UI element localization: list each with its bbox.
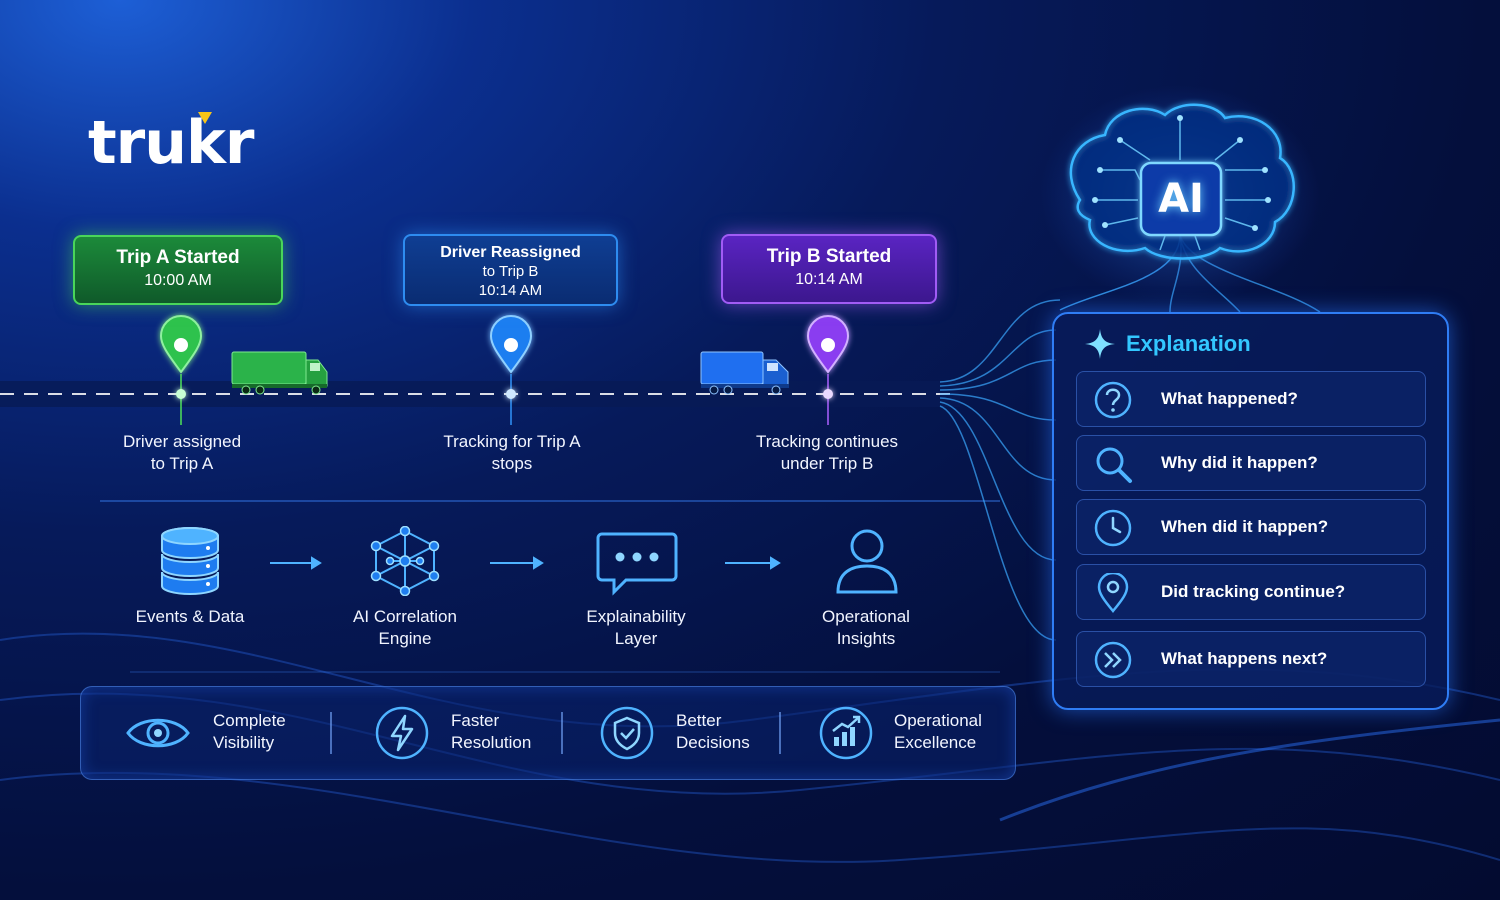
process-step-ai-correlation: AI Correlation Engine <box>305 606 505 650</box>
event-label-line1: Tracking for Trip A <box>443 432 581 451</box>
process-step-line1: Events & Data <box>135 607 245 626</box>
trukr-logo: trukr <box>88 108 254 178</box>
question-when-did-it-happen[interactable]: When did it happen? <box>1076 499 1426 555</box>
benefit-line2: Visibility <box>213 733 275 752</box>
event-callout-trip-a-started: Trip A Started 10:00 AM <box>73 235 283 305</box>
event-title: Trip B Started <box>766 246 892 267</box>
ai-badge: AI <box>1158 176 1204 222</box>
event-time: 10:14 AM <box>478 282 543 299</box>
question-what-happens-next[interactable]: What happens next? <box>1076 631 1426 687</box>
process-step-line1: Operational <box>822 607 910 626</box>
clock-icon <box>1094 509 1132 547</box>
benefit-divider <box>330 712 332 754</box>
benefit-line2: Decisions <box>676 733 750 752</box>
logo-text: trukr <box>88 108 254 178</box>
event-label-line1: Driver assigned <box>122 432 242 451</box>
question-what-happened[interactable]: What happened? <box>1076 371 1426 427</box>
question-icon <box>1094 381 1132 419</box>
process-step-explainability: Explainability Layer <box>536 606 736 650</box>
question-text: Did tracking continue? <box>1161 582 1346 601</box>
event-label-tracking-continues: Tracking continues under Trip B <box>717 431 937 475</box>
event-label-tracking-stops: Tracking for Trip A stops <box>402 431 622 475</box>
benefit-line1: Complete <box>213 711 286 730</box>
event-label-line2: stops <box>491 454 533 473</box>
location-pin-blue <box>489 315 533 399</box>
ai-brain-icon <box>1040 85 1320 305</box>
process-step-line2: Layer <box>614 629 658 648</box>
process-step-line2: Insights <box>836 629 896 648</box>
question-text: Why did it happen? <box>1161 453 1318 472</box>
event-label-line2: under Trip B <box>780 454 874 473</box>
question-text: When did it happen? <box>1161 517 1329 536</box>
benefit-line1: Faster <box>451 711 500 730</box>
lightning-icon <box>375 706 429 760</box>
process-step-line2: Engine <box>378 629 432 648</box>
location-pin-purple <box>806 315 850 399</box>
question-text: What happened? <box>1161 389 1298 408</box>
benefit-operational-excellence: Operational Excellence <box>894 710 982 754</box>
process-step-line1: AI Correlation <box>353 607 457 626</box>
benefit-line1: Operational <box>894 711 982 730</box>
event-time: 10:00 AM <box>144 272 212 289</box>
benefit-better-decisions: Better Decisions <box>676 710 750 754</box>
event-title: Trip A Started <box>116 247 240 268</box>
process-step-line1: Explainability <box>586 607 686 626</box>
benefit-complete-visibility: Complete Visibility <box>213 710 286 754</box>
fast-forward-icon <box>1094 641 1132 679</box>
benefit-line2: Excellence <box>894 733 977 752</box>
benefit-line2: Resolution <box>451 733 532 752</box>
network-icon <box>370 526 440 596</box>
event-callout-driver-reassigned: Driver Reassigned to Trip B 10:14 AM <box>403 234 618 306</box>
process-step-operational-insights: Operational Insights <box>766 606 966 650</box>
database-icon <box>161 527 219 595</box>
question-text: What happens next? <box>1161 649 1328 668</box>
shield-check-icon <box>600 706 654 760</box>
question-why-did-it-happen[interactable]: Why did it happen? <box>1076 435 1426 491</box>
location-pin-green <box>159 315 203 399</box>
user-icon <box>836 529 898 594</box>
chat-bubble-icon <box>596 532 678 596</box>
event-label-line1: Tracking continues <box>755 432 899 451</box>
location-pin-icon <box>1097 573 1129 613</box>
event-time: 10:14 AM <box>795 271 863 288</box>
explanation-title: Explanation <box>1126 331 1251 356</box>
benefits-bar <box>80 686 1016 780</box>
event-callout-trip-b-started: Trip B Started 10:14 AM <box>721 234 937 304</box>
growth-chart-icon <box>819 706 873 760</box>
event-title-line2: to Trip B <box>482 263 539 280</box>
eye-icon <box>126 718 190 748</box>
truck-icon-blue <box>700 351 789 395</box>
event-title-line1: Driver Reassigned <box>440 244 581 261</box>
benefit-divider <box>779 712 781 754</box>
question-did-tracking-continue[interactable]: Did tracking continue? <box>1076 564 1426 620</box>
event-label-line2: to Trip A <box>150 454 214 473</box>
logo-accent-mark <box>198 112 212 124</box>
benefit-divider <box>561 712 563 754</box>
sparkle-icon <box>1085 329 1115 359</box>
magnifier-icon <box>1096 447 1132 483</box>
flow-arrows <box>270 556 781 570</box>
benefit-line1: Better <box>676 711 722 730</box>
timeline-road <box>0 380 960 407</box>
event-label-driver-assigned: Driver assigned to Trip A <box>72 431 292 475</box>
process-step-events-data: Events & Data <box>90 606 290 628</box>
benefit-faster-resolution: Faster Resolution <box>451 710 531 754</box>
truck-icon-green <box>231 351 328 395</box>
